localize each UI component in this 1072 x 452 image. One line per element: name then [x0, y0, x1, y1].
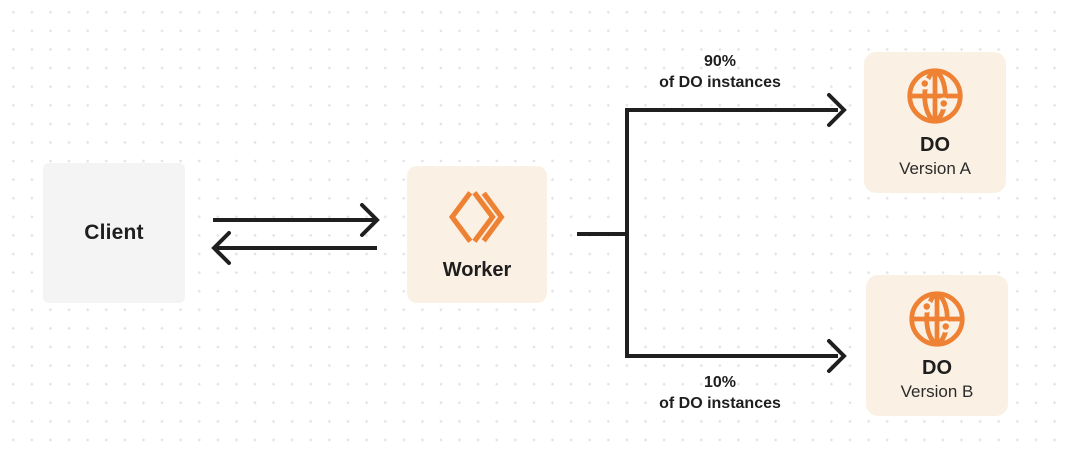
branch-top-percent: 90%	[703, 53, 737, 70]
arrowhead-to-do-version-b	[827, 339, 847, 373]
do-a-subtitle: Version A	[899, 159, 971, 178]
worker-node: Worker	[407, 166, 547, 303]
branch-label-10-percent: 10% of DO instances	[600, 372, 840, 414]
durable-object-globe-icon	[907, 68, 963, 124]
branch-bottom-caption: of DO instances	[659, 395, 781, 412]
do-version-a-node: DO Version A	[864, 52, 1006, 193]
do-b-title: DO	[922, 357, 952, 379]
worker-label: Worker	[442, 258, 512, 281]
branch-label-90-percent: 90% of DO instances	[600, 51, 840, 93]
workers-icon	[448, 190, 505, 243]
arrowhead-to-do-version-a	[827, 93, 847, 127]
do-b-subtitle: Version B	[900, 382, 974, 401]
worker-to-client-arrow	[211, 231, 377, 265]
do-a-title: DO	[920, 134, 950, 156]
client-label: Client	[84, 221, 144, 244]
branch-top-caption: of DO instances	[659, 74, 781, 91]
client-node: Client	[43, 163, 185, 303]
durable-object-globe-icon	[909, 291, 965, 347]
client-to-worker-arrow	[213, 203, 380, 237]
do-version-b-node: DO Version B	[866, 275, 1008, 416]
branch-bottom-percent: 10%	[703, 374, 737, 391]
worker-split-connector	[577, 93, 847, 373]
